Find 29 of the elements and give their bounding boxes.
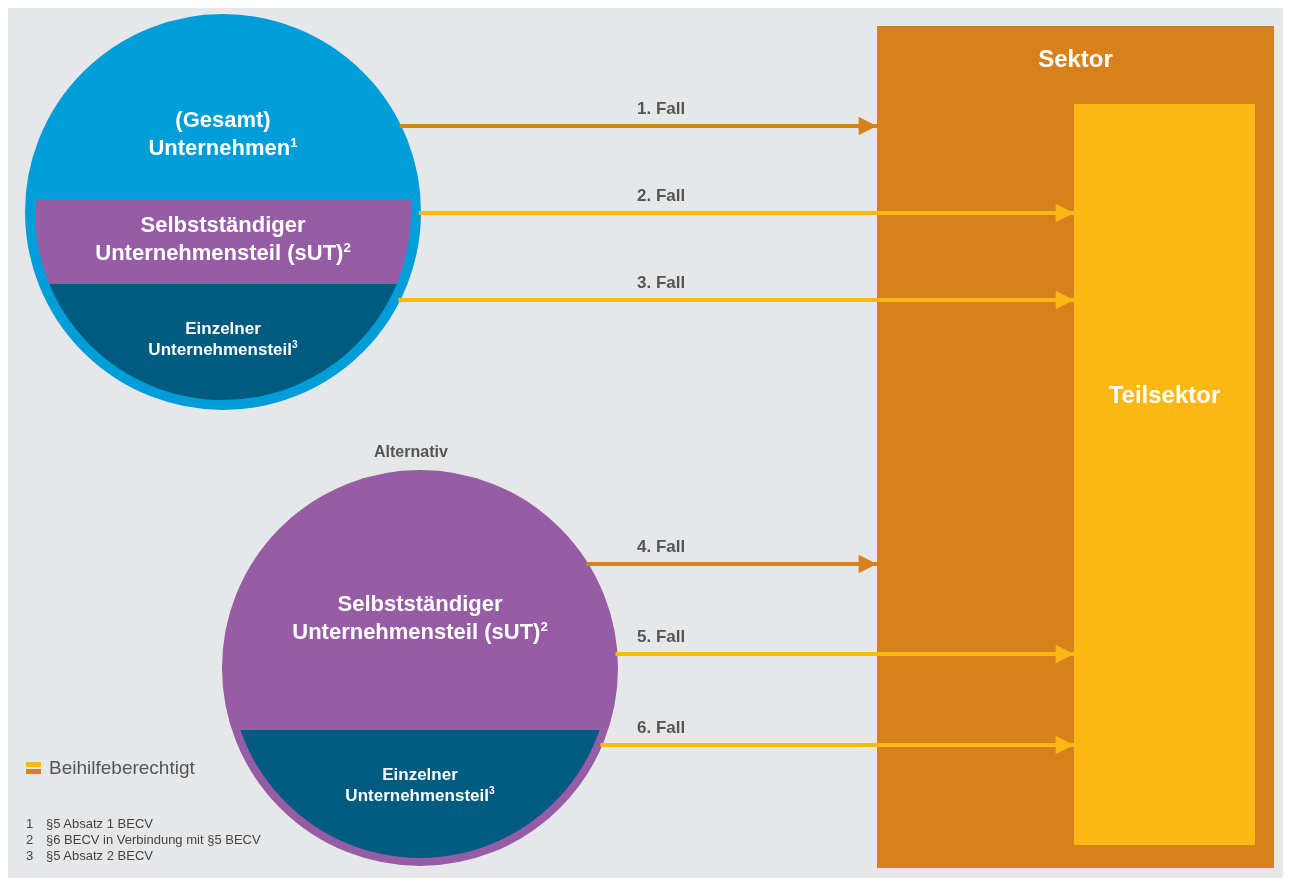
edge-label: 2. Fall [637,186,686,206]
arrow [399,116,877,136]
node-label: Einzelner Unternehmensteil$^{3}$ [147,318,299,361]
footnote-text: §5 Absatz 2 BECV [46,848,153,863]
footnote-text: §6 BECV in Verbindung mit §5 BECV [46,832,261,847]
edge-label: 4. Fall [637,537,686,557]
footnote-number: 2 [26,832,34,847]
arrow [398,290,1074,310]
edge-label: 6. Fall [637,718,686,738]
footnote-number: 3 [26,848,34,863]
sector-box [877,26,1274,868]
caption-text: Alternativ [374,443,448,461]
legend-label: Beihilfeberechtigt [49,757,195,779]
footnote-text: §5 Absatz 1 BECV [46,816,153,831]
arrow [600,735,1074,755]
node-label: Selbstständiger Unternehmensteil (sUT)$^{2}$ [291,590,549,645]
edge-label: 3. Fall [637,273,686,293]
independent-part-band [35,199,411,284]
arrow [586,554,877,574]
edge-label: 5. Fall [637,627,686,647]
arrow [615,644,1074,664]
footnote-number: 1 [26,816,34,831]
node-label: Selbstständiger Unternehmensteil (sUT)$^{2}$ [94,211,352,266]
edge-label: 1. Fall [637,99,686,119]
node-label: Einzelner Unternehmensteil$^{3}$ [344,764,496,807]
node-label: (Gesamt) Unternehmen$^{1}$ [147,106,299,161]
node-label: Sektor [1037,44,1114,74]
node-label: Teilsektor [1107,380,1222,410]
subsector-box [1074,104,1255,845]
